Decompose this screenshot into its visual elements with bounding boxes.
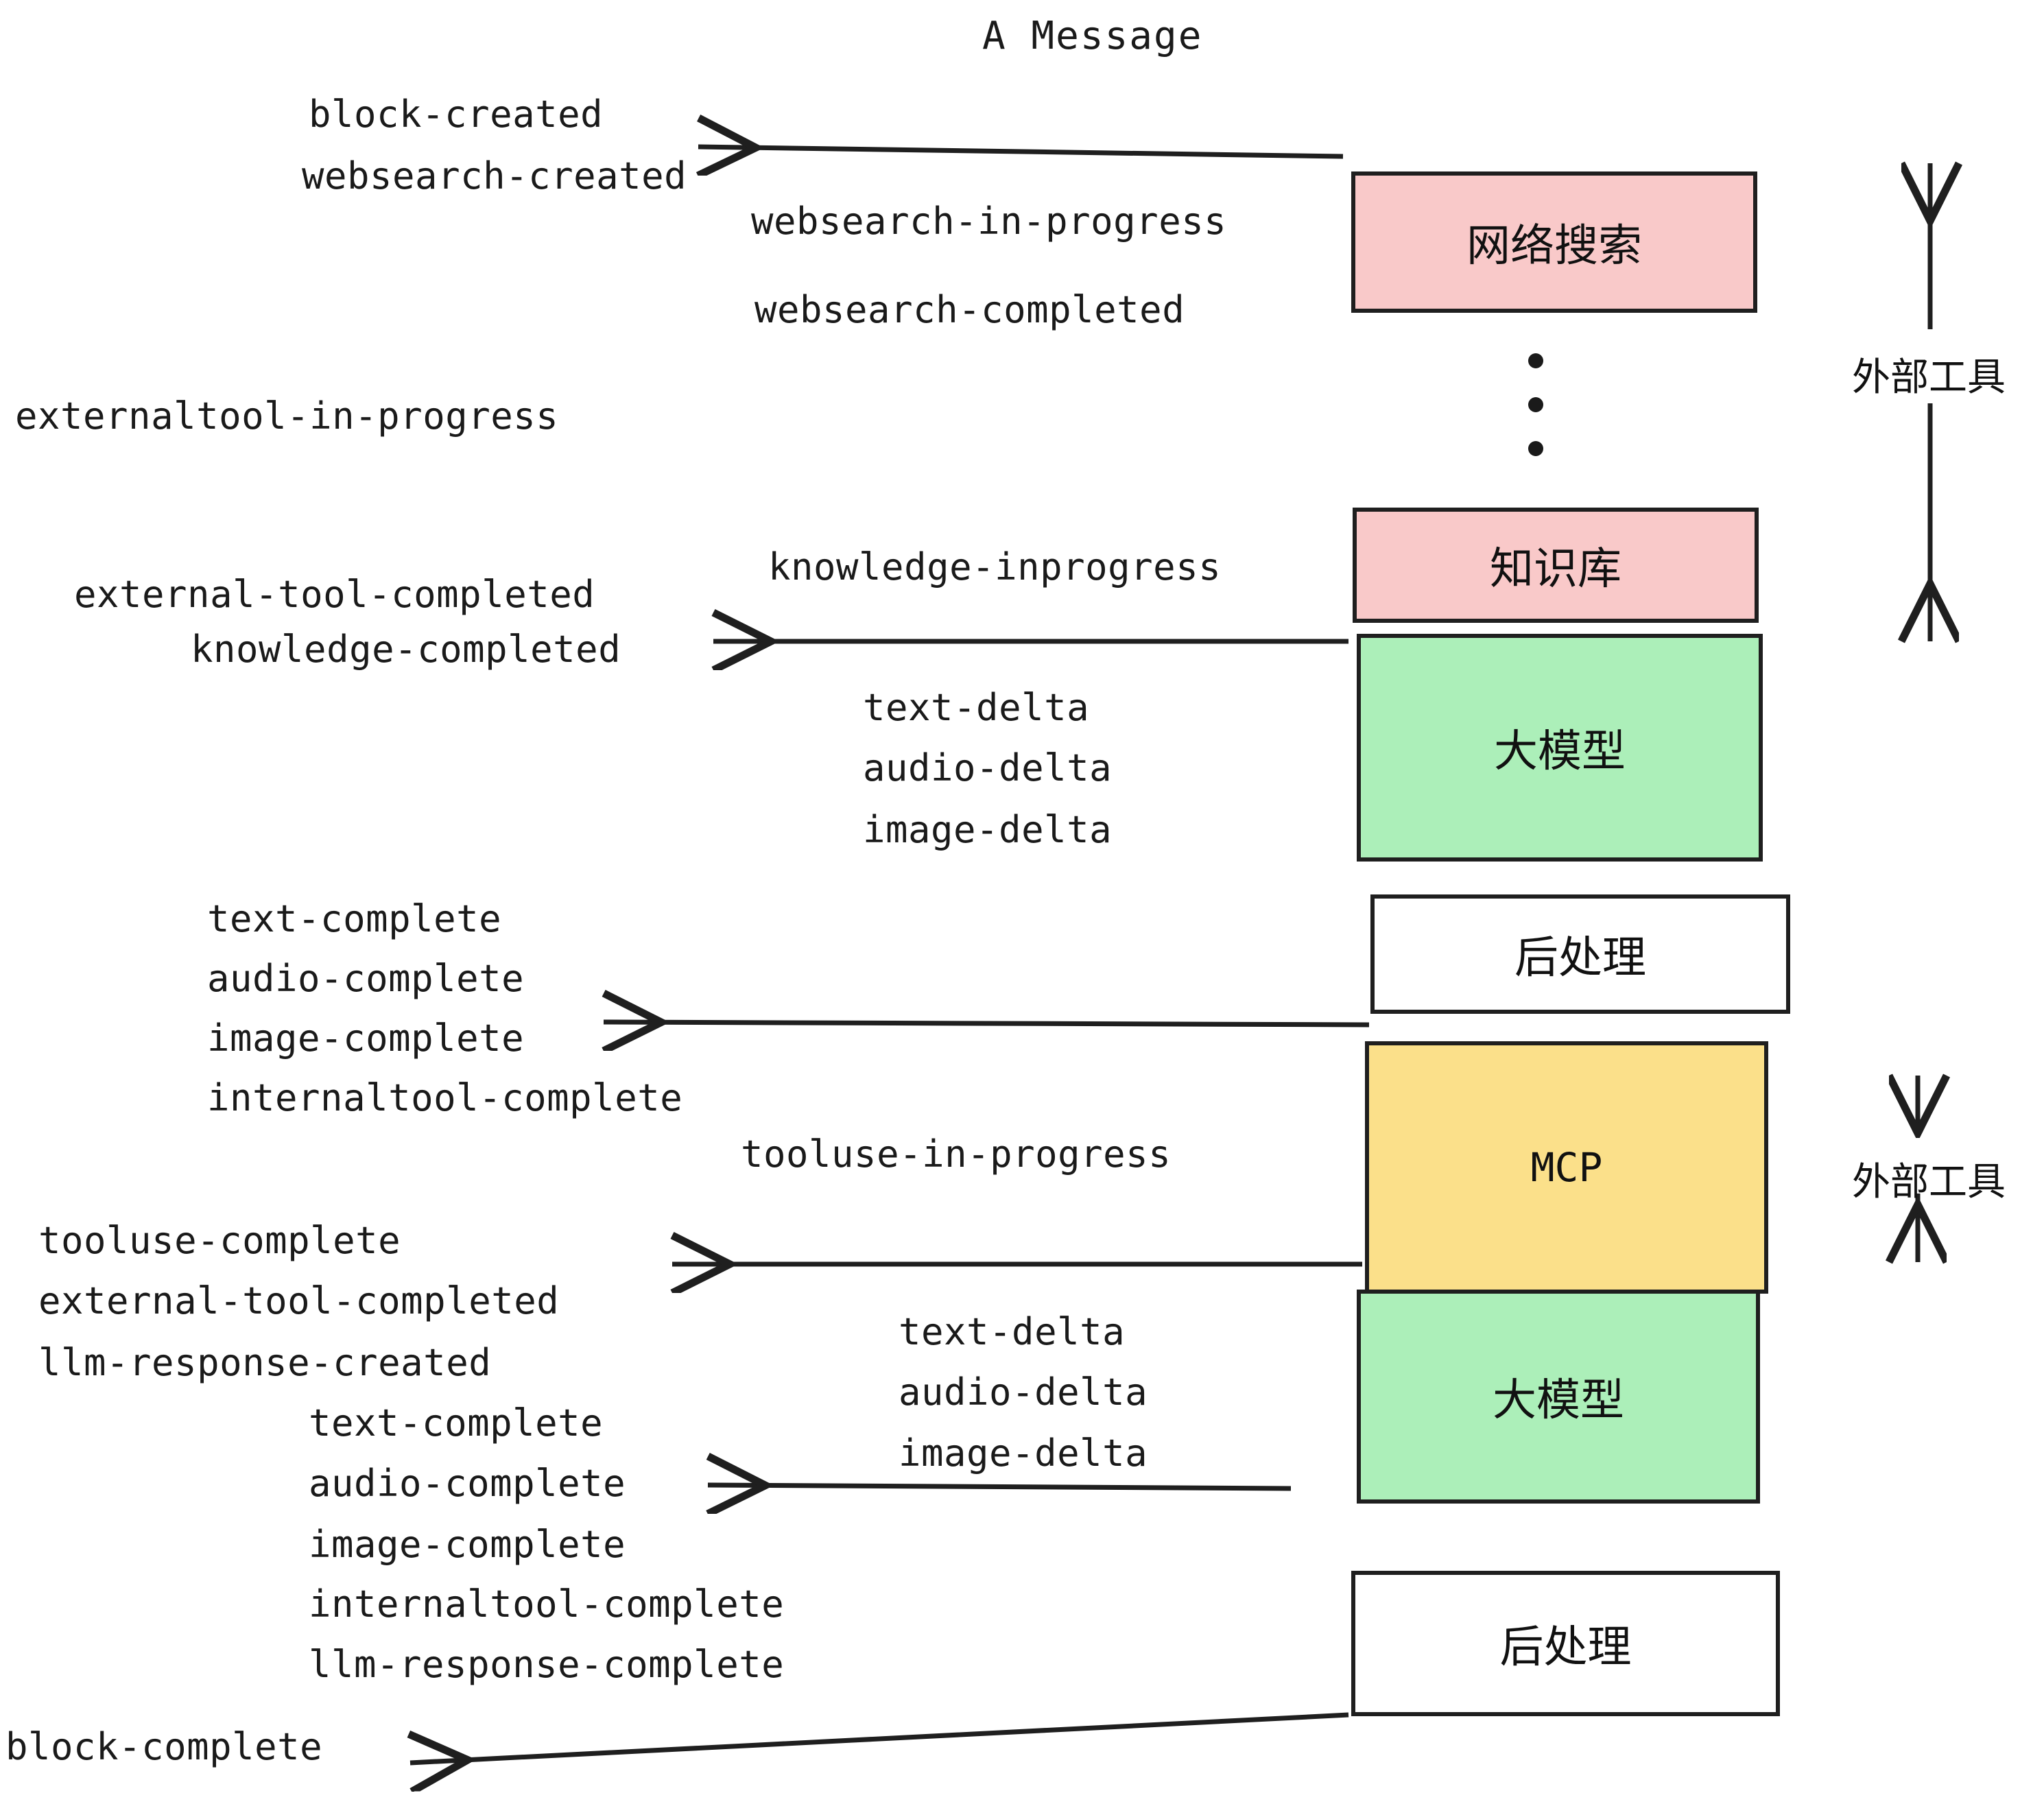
arrow-llm2-to-audiocomplete <box>708 1485 1292 1488</box>
node-box-llm-1[interactable]: 大模型 <box>1357 634 1763 862</box>
arrow-postprocess1-to-imagecomplete <box>604 1022 1370 1025</box>
event-label-audio-delta-1: audio-delta <box>863 746 1113 790</box>
event-label-image-delta-1: image-delta <box>863 808 1113 851</box>
event-label-block-complete: block-complete <box>5 1725 323 1768</box>
event-label-block-created: block-created <box>309 93 604 136</box>
group-label-external-tools-top: 外部工具 <box>1852 355 2006 400</box>
node-box-llm-2[interactable]: 大模型 <box>1357 1290 1760 1504</box>
node-box-mcp[interactable]: MCP <box>1365 1041 1768 1294</box>
ellipsis-dot <box>1528 441 1543 456</box>
node-box-postprocess-1[interactable]: 后处理 <box>1370 894 1790 1014</box>
event-label-internaltool-complete-2: internaltool-complete <box>309 1582 785 1626</box>
event-label-websearch-created: websearch-created <box>302 154 687 198</box>
event-label-text-complete-2: text-complete <box>309 1401 604 1445</box>
event-label-audio-complete-1: audio-complete <box>207 957 525 1000</box>
event-label-tooluse-in-progress: tooluse-in-progress <box>741 1132 1172 1176</box>
ellipsis-dot <box>1528 397 1543 412</box>
event-label-text-delta-1: text-delta <box>863 686 1090 729</box>
event-label-external-tool-completed-1: external-tool-completed <box>74 573 595 616</box>
event-label-tooluse-complete: tooluse-complete <box>38 1219 401 1262</box>
group-label-external-tools-bottom: 外部工具 <box>1852 1160 2006 1204</box>
arrow-websearch-to-created <box>698 147 1344 156</box>
page-title: A Message <box>982 14 1203 58</box>
event-label-image-complete-1: image-complete <box>207 1017 525 1060</box>
vertical-ellipsis-icon <box>1528 353 1543 456</box>
node-box-knowledge[interactable]: 知识库 <box>1353 508 1759 623</box>
event-label-llm-response-complete: llm-response-complete <box>309 1643 785 1686</box>
node-box-postprocess-2[interactable]: 后处理 <box>1351 1571 1780 1716</box>
event-label-text-delta-2: text-delta <box>899 1310 1126 1353</box>
event-label-text-complete-1: text-complete <box>207 897 502 940</box>
event-label-llm-response-created: llm-response-created <box>38 1341 492 1384</box>
event-label-externaltool-in-progress: externaltool-in-progress <box>15 394 559 438</box>
event-label-internaltool-complete-1: internaltool-complete <box>207 1076 683 1119</box>
node-box-websearch[interactable]: 网络搜索 <box>1351 171 1757 313</box>
event-label-audio-complete-2: audio-complete <box>309 1462 626 1505</box>
event-label-knowledge-inprogress: knowledge-inprogress <box>768 545 1222 589</box>
event-label-external-tool-completed-2: external-tool-completed <box>38 1279 560 1322</box>
event-label-audio-delta-2: audio-delta <box>899 1370 1148 1414</box>
arrow-postprocess2-to-blockcomplete <box>410 1712 1349 1763</box>
event-label-websearch-in-progress: websearch-in-progress <box>751 200 1227 243</box>
ellipsis-dot <box>1528 353 1543 368</box>
event-label-image-delta-2: image-delta <box>899 1432 1148 1475</box>
event-label-knowledge-completed: knowledge-completed <box>191 628 621 671</box>
event-label-websearch-completed: websearch-completed <box>754 288 1185 331</box>
event-label-image-complete-2: image-complete <box>309 1523 626 1566</box>
